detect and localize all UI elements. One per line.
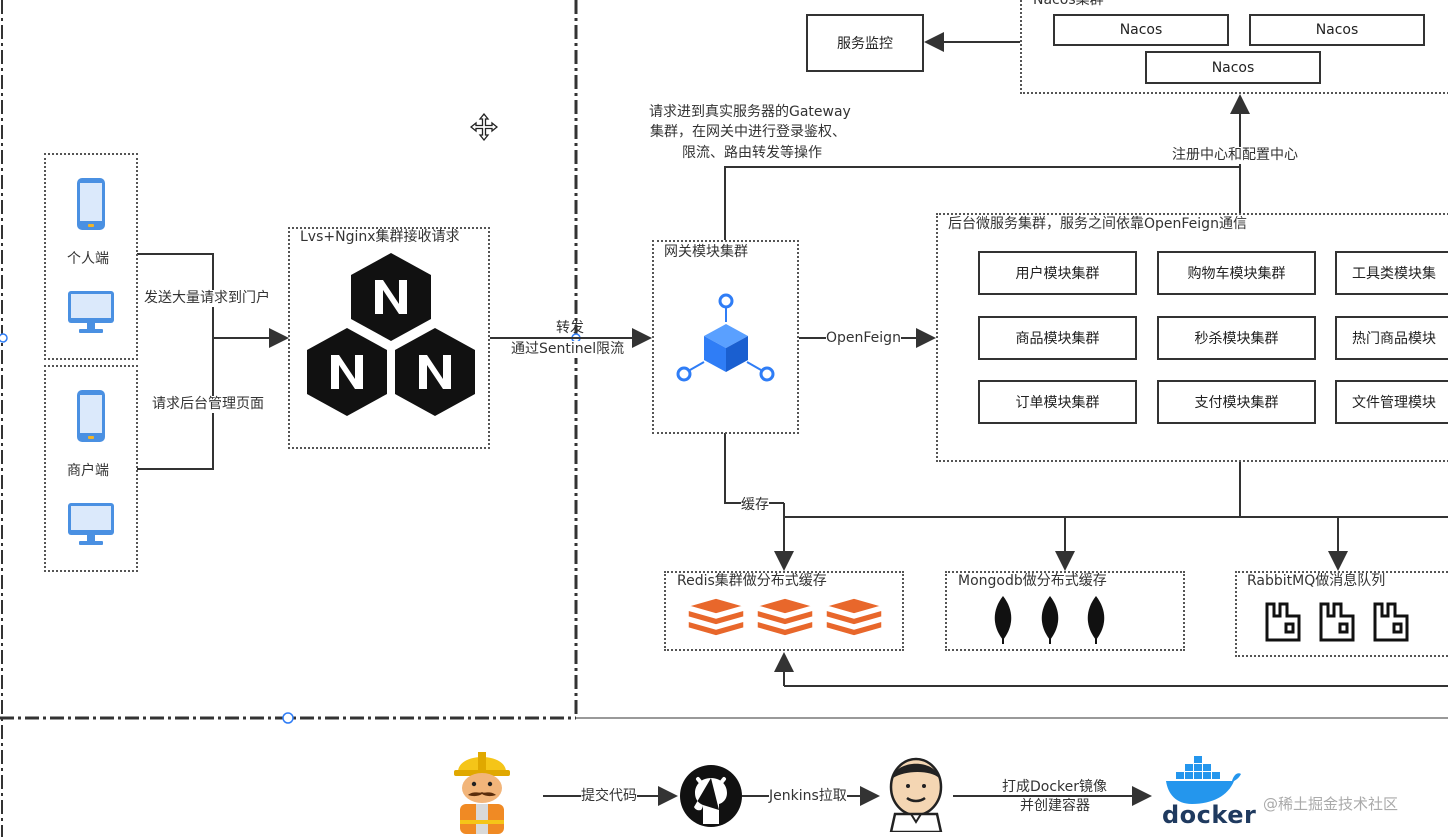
send-requests-label: 发送大量请求到门户 [144, 290, 270, 307]
jenkins-pull-label: Jenkins拉取 [769, 788, 847, 805]
phone-icon [77, 390, 105, 442]
module-hot-product[interactable]: 热门商品模块 [1335, 316, 1448, 360]
cache-label: 缓存 [741, 497, 769, 514]
microservices-cluster [936, 213, 1448, 462]
redis-icon [686, 597, 885, 637]
redis-cluster [664, 571, 904, 651]
module-seckill[interactable]: 秒杀模块集群 [1157, 316, 1316, 360]
build-image-label-1: 打成Docker镜像 [1002, 779, 1108, 795]
build-image-label-2: 并创建容器 [1020, 798, 1090, 814]
nacos-node[interactable]: Nacos [1249, 14, 1425, 46]
personal-client-group [44, 153, 138, 360]
phone-icon [77, 178, 105, 230]
gateway-title: 网关模块集群 [664, 244, 748, 260]
service-monitor-box[interactable]: 服务监控 [806, 14, 924, 72]
registry-config-label: 注册中心和配置中心 [1172, 147, 1298, 164]
monitor-icon [68, 503, 114, 545]
module-tools[interactable]: 工具类模块集 [1335, 251, 1448, 295]
gateway-cluster [652, 240, 799, 434]
microservices-title: 后台微服务集群，服务之间依靠OpenFeign通信 [948, 216, 1247, 232]
admin-requests-label: 请求后台管理页面 [152, 396, 264, 413]
jenkins-icon[interactable] [883, 756, 949, 832]
gateway-note-line-2: 集群，在网关中进行登录鉴权、 [650, 124, 846, 140]
mongodb-cluster [945, 571, 1185, 651]
module-file[interactable]: 文件管理模块 [1335, 380, 1448, 424]
nacos-node[interactable]: Nacos [1145, 51, 1321, 84]
openfeign-label: OpenFeign [826, 330, 901, 347]
nginx-logo-icon [307, 253, 475, 416]
lvs-nginx-title: Lvs+Nginx集群接收请求 [300, 229, 460, 245]
move-cursor-icon [470, 113, 498, 141]
redis-title: Redis集群做分布式缓存 [677, 573, 827, 589]
module-cart[interactable]: 购物车模块集群 [1157, 251, 1316, 295]
gateway-cube-icon [676, 293, 775, 382]
lvs-nginx-cluster [288, 227, 490, 449]
mongodb-title: Mongodb做分布式缓存 [958, 573, 1107, 589]
nacos-cluster-title: Nacos集群 [1033, 0, 1104, 8]
rabbitmq-cluster [1235, 571, 1448, 657]
forward-label-2: 通过Sentinel限流 [511, 341, 625, 358]
module-product[interactable]: 商品模块集群 [978, 316, 1137, 360]
module-payment[interactable]: 支付模块集群 [1157, 380, 1316, 424]
selection-handle [0, 333, 8, 343]
gateway-note-line-1: 请求进到真实服务器的Gateway [649, 104, 851, 120]
nacos-cluster [1020, 0, 1448, 94]
rabbitmq-icon [1265, 602, 1409, 642]
module-order[interactable]: 订单模块集群 [978, 380, 1137, 424]
docker-whale-icon[interactable] [1162, 752, 1242, 806]
gateway-note-line-3: 限流、路由转发等操作 [682, 145, 822, 161]
watermark-text: @稀土掘金技术社区 [1263, 795, 1399, 813]
mongodb-leaf-icon [994, 596, 1105, 644]
developer-worker-icon [454, 752, 510, 834]
selection-handle [282, 712, 294, 724]
forward-label-1: 转发 [556, 320, 584, 336]
merchant-client-group [44, 365, 138, 572]
docker-text: docker [1162, 801, 1257, 829]
monitor-icon [68, 291, 114, 333]
module-user[interactable]: 用户模块集群 [978, 251, 1137, 295]
merchant-client-label: 商户端 [67, 463, 109, 479]
commit-code-label: 提交代码 [581, 788, 637, 805]
nacos-node[interactable]: Nacos [1053, 14, 1229, 46]
personal-client-label: 个人端 [67, 251, 109, 267]
github-icon[interactable] [679, 764, 743, 828]
rabbitmq-title: RabbitMQ做消息队列 [1247, 573, 1386, 589]
